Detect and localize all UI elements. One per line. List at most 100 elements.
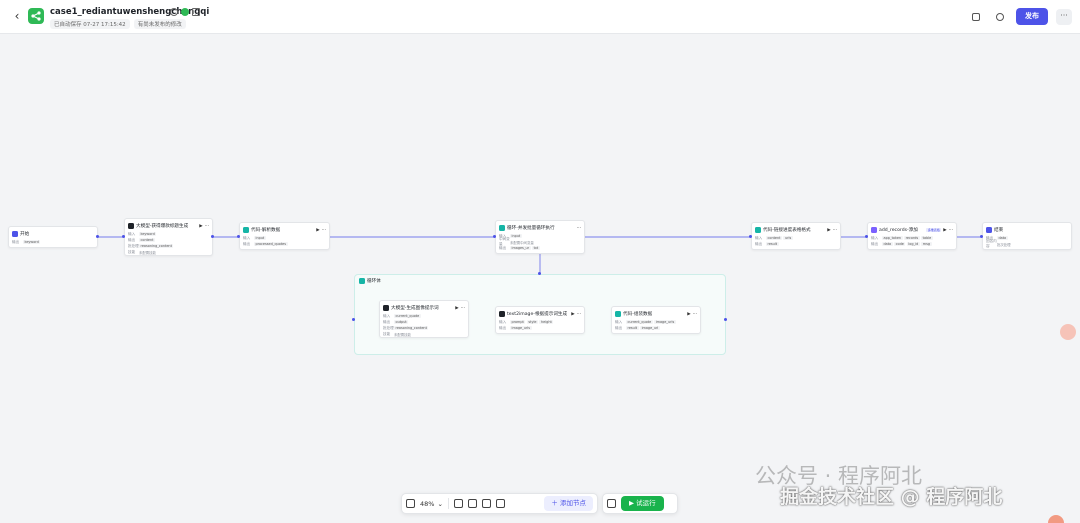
publish-button[interactable]: 发布 [1016, 8, 1048, 25]
var-chip: code [894, 242, 906, 246]
row-label: 技能 [383, 331, 391, 336]
node-title: 开始 [20, 232, 30, 237]
history-button[interactable] [992, 9, 1008, 25]
var-chip: txt [532, 246, 540, 250]
input-port[interactable] [865, 235, 868, 238]
row-label: 输出 [12, 239, 20, 244]
run-node-icon[interactable]: ▶ [687, 311, 691, 317]
run-node-icon[interactable]: ▶ [943, 227, 947, 233]
node-more-icon[interactable]: ··· [692, 311, 697, 317]
row-text: 批次处理 [997, 242, 1011, 247]
code-icon [243, 227, 249, 233]
assistant-float-icon[interactable] [1060, 324, 1076, 340]
workflow-app-icon [28, 8, 44, 24]
var-chip: processed_quotes [254, 242, 288, 246]
var-chip: current_quote [626, 320, 653, 324]
row-label: 输出 [986, 235, 994, 240]
comment-icon[interactable] [453, 499, 463, 508]
input-port[interactable] [237, 235, 240, 238]
var-chip: content [766, 236, 782, 240]
llm-icon [128, 223, 134, 229]
run-node-icon[interactable]: ▶ [316, 227, 320, 233]
info-icon[interactable] [170, 8, 178, 16]
row-label: 输入 [383, 313, 391, 318]
input-port[interactable] [122, 235, 125, 238]
add-node-button[interactable]: ＋ 添加节点 [544, 496, 593, 511]
node-title: add_records-添加 [879, 228, 918, 233]
image-icon[interactable] [481, 499, 491, 508]
hand-tool-icon[interactable] [406, 499, 415, 508]
input-port[interactable] [493, 235, 496, 238]
watermark-juejin: 掘金技术社区 @ 程序阿北 [780, 486, 1003, 508]
output-port[interactable] [96, 235, 99, 238]
node-more-icon[interactable]: ··· [204, 223, 209, 229]
run-node-icon[interactable]: ▶ [199, 223, 203, 229]
row-label: 回答内容 [986, 239, 997, 248]
row-label: 中间变量 [499, 237, 510, 246]
var-chip: current_quote [394, 314, 421, 318]
row-label: 输出 [499, 325, 507, 330]
var-chip: image_urls [510, 326, 532, 330]
output-port[interactable] [211, 235, 214, 238]
row-text: 未配置中间变量 [510, 240, 534, 245]
input-port[interactable] [749, 235, 752, 238]
copy-icon [972, 12, 980, 21]
code-icon [755, 227, 761, 233]
row-label: 技能 [128, 249, 136, 254]
zoom-select[interactable]: 48%⌄ [420, 500, 443, 508]
edit-icon[interactable] [192, 8, 200, 16]
row-label: 输出 [615, 325, 623, 330]
var-chip: data [997, 236, 1008, 240]
node-more-icon[interactable]: ··· [832, 227, 837, 233]
minimap-icon[interactable] [495, 499, 505, 508]
var-chip: content [139, 238, 155, 242]
debug-icon[interactable] [607, 499, 616, 508]
var-chip: images_ur [510, 246, 531, 250]
row-label: 输出 [128, 237, 136, 242]
var-chip: image_url [640, 326, 660, 330]
var-chip: output [394, 320, 409, 324]
more-button[interactable]: ··· [1056, 8, 1072, 25]
input-port[interactable] [980, 235, 983, 238]
node-more-icon[interactable]: ··· [576, 225, 581, 231]
run-toolbar: ▶ 试运行 [602, 493, 678, 514]
check-status-icon [181, 8, 189, 16]
var-chip: keyword [23, 240, 41, 244]
output-port[interactable] [724, 318, 727, 321]
test-run-button[interactable]: ▶ 试运行 [621, 496, 664, 511]
run-node-icon[interactable]: ▶ [827, 227, 831, 233]
plugin-badge: 多维表格 [926, 228, 942, 232]
plugin-icon [871, 227, 877, 233]
row-label: 批处理 [128, 243, 139, 248]
node-title: 代码-组装数据 [623, 312, 653, 317]
history-icon [996, 12, 1004, 21]
row-label: 输出 [383, 319, 391, 324]
run-node-icon[interactable]: ▶ [455, 305, 459, 311]
node-more-icon[interactable]: ··· [321, 227, 326, 233]
row-label: 输出 [499, 245, 507, 250]
back-arrow-icon[interactable]: ‹ [14, 9, 20, 23]
copy-button[interactable] [968, 9, 984, 25]
loop-body-port[interactable] [538, 272, 541, 275]
layout-icon[interactable] [467, 499, 477, 508]
end-icon [986, 227, 992, 233]
node-more-icon[interactable]: ··· [948, 227, 953, 233]
run-node-icon[interactable]: ▶ [571, 311, 575, 317]
node-more-icon[interactable]: ··· [576, 311, 581, 317]
input-port[interactable] [352, 318, 355, 321]
node-more-icon[interactable]: ··· [460, 305, 465, 311]
row-label: 输出 [755, 241, 763, 246]
avatar-float-icon[interactable] [1048, 515, 1064, 523]
loop-body-label: 循环体 [367, 279, 381, 284]
